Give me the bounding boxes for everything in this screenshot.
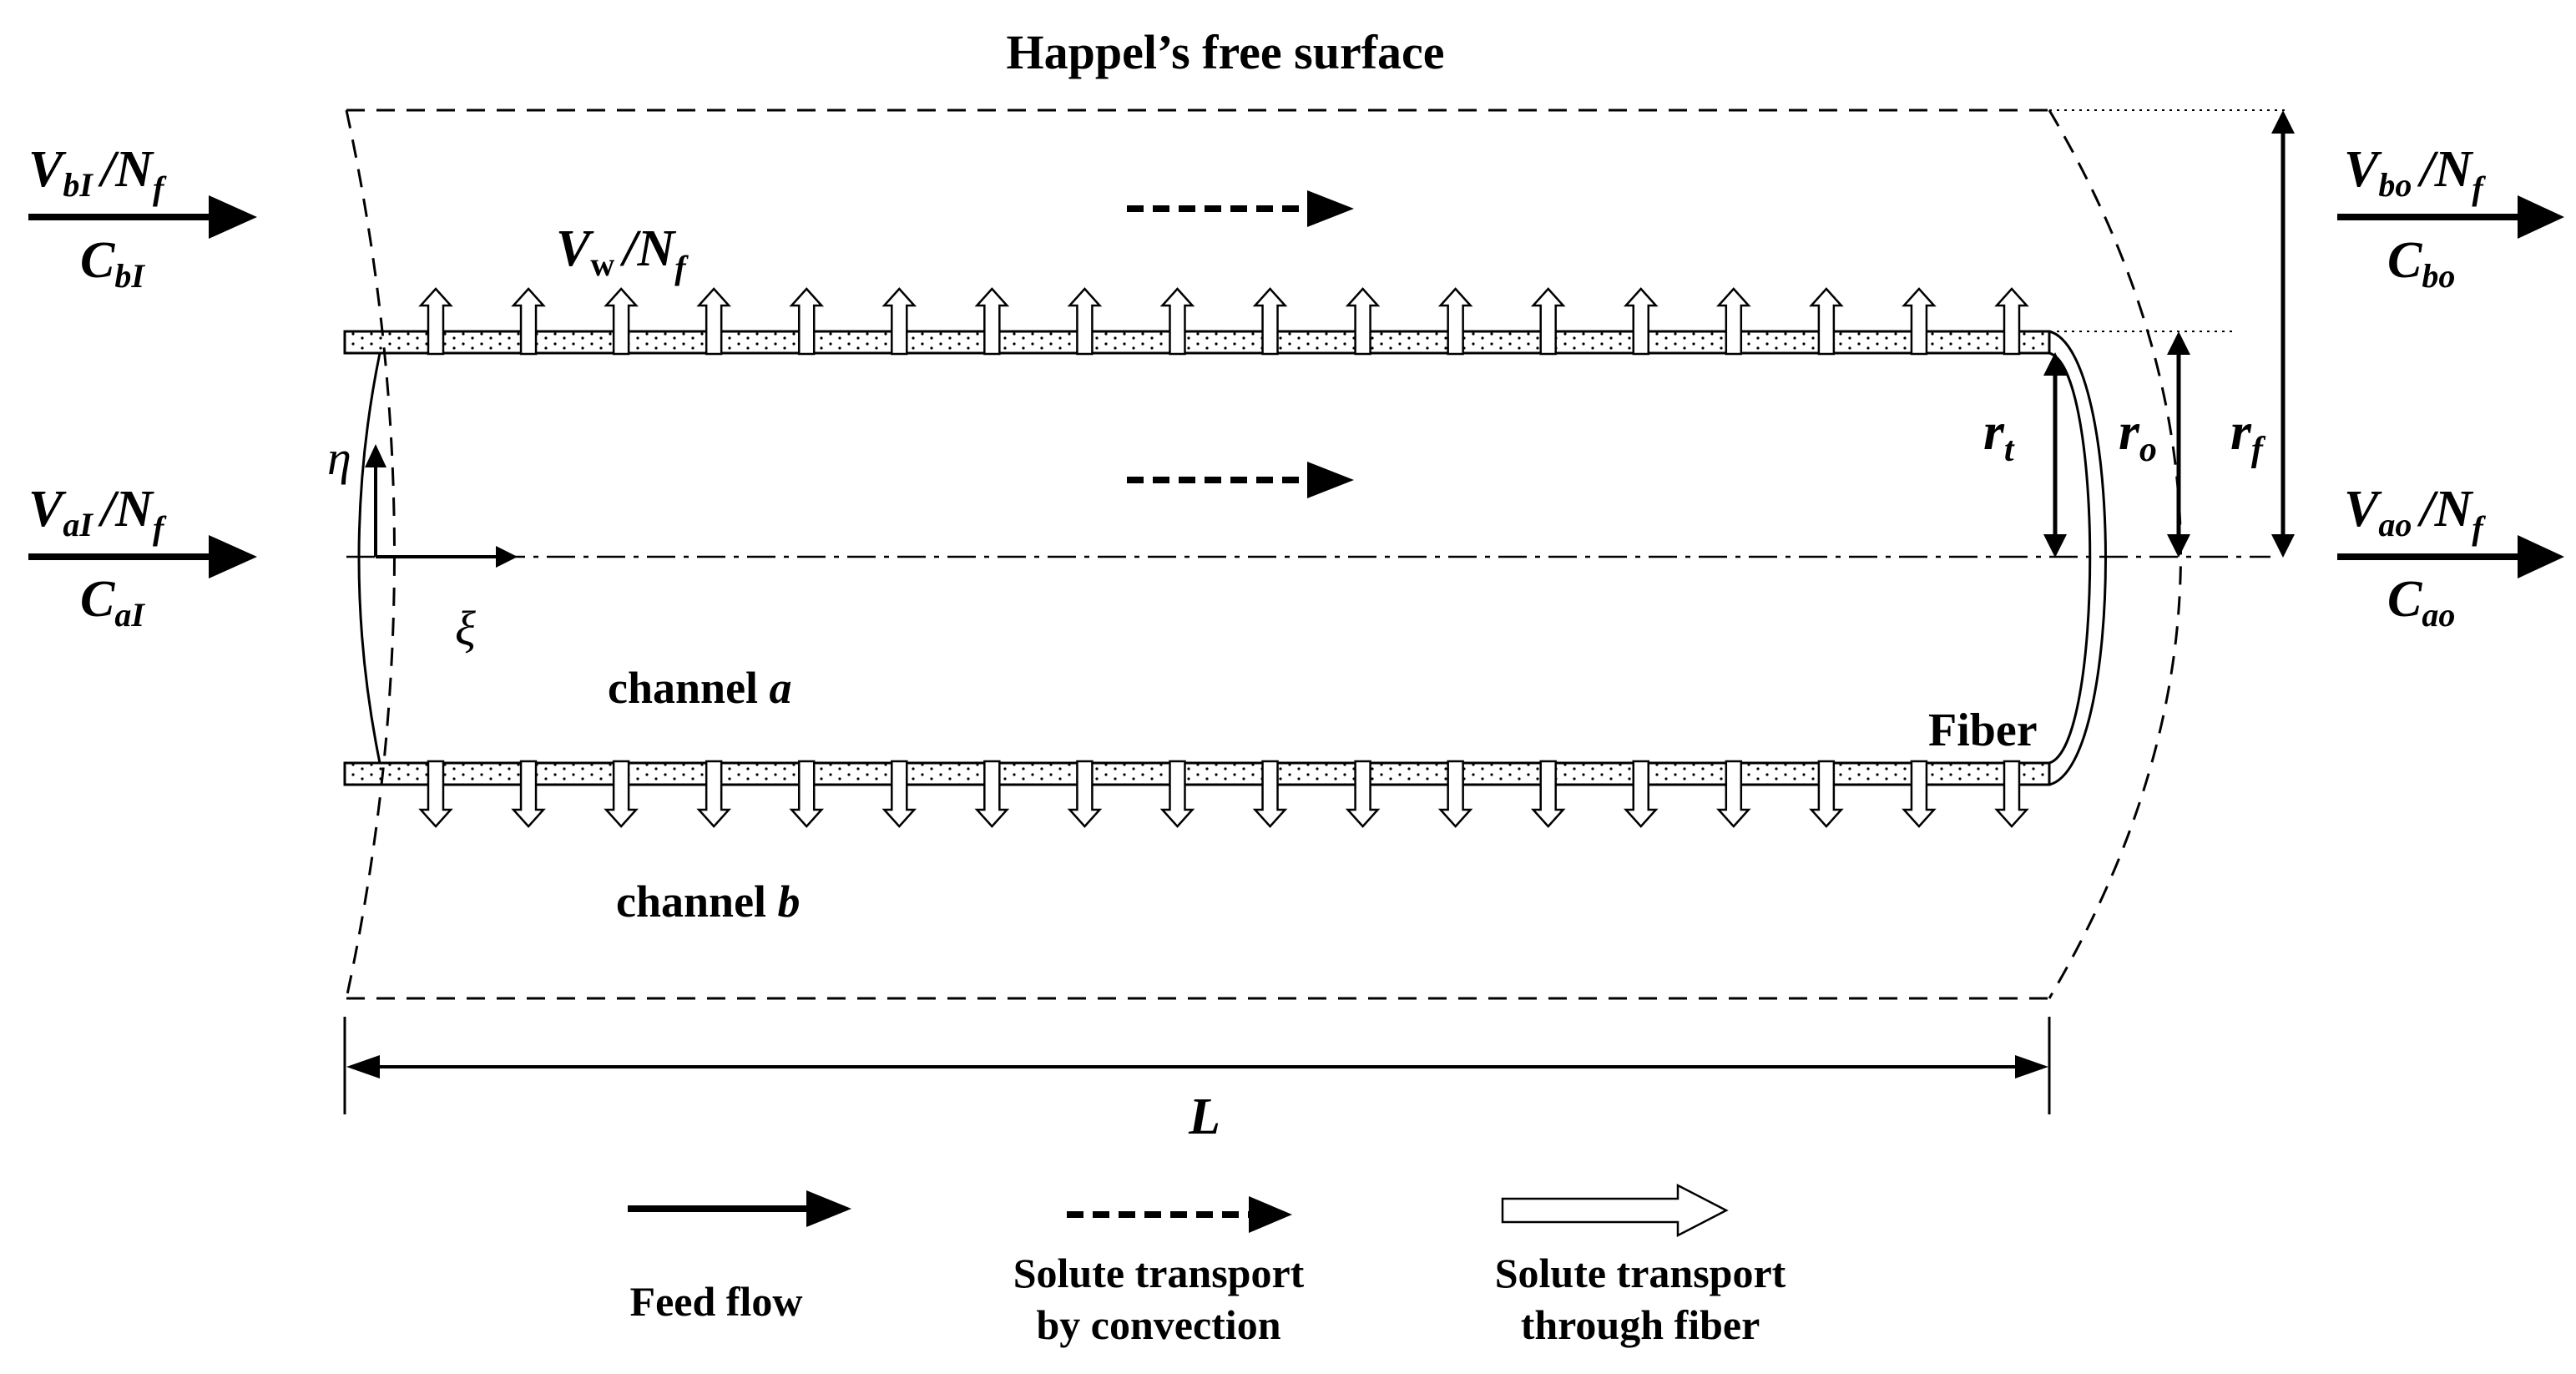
legend-through-fiber-arrow	[1501, 1183, 1729, 1238]
legend-convection-label-line2: by convection	[1036, 1301, 1280, 1348]
permeate-arrow	[1345, 760, 1381, 828]
inlet-a-concentration-label: CaI	[80, 571, 145, 634]
permeate-arrow	[881, 287, 917, 356]
outlet-a-velocity-label: Vao/Nf	[2344, 481, 2486, 547]
permeate-arrow	[789, 760, 825, 828]
inlet-feed-arrow-b	[28, 195, 257, 239]
permeate-arrow	[1623, 760, 1659, 828]
xi-axis-label: ξ	[455, 601, 476, 655]
permeate-arrow	[1067, 760, 1103, 828]
permeate-arrow	[789, 287, 825, 356]
legend: Feed flow Solute transport by convection…	[628, 1183, 1786, 1348]
permeate-arrow	[1345, 287, 1381, 356]
convection-arrow-upper	[1127, 190, 1354, 227]
permeate-arrow	[696, 760, 731, 828]
permeate-arrow	[604, 760, 639, 828]
inlet-a-velocity-label: VaI/Nf	[28, 481, 167, 547]
permeate-arrow	[1530, 287, 1566, 356]
fiber-inlet-curve	[357, 352, 381, 764]
fiber-wall-bottom	[343, 761, 2051, 786]
outlet-feed-arrow-a	[2337, 535, 2564, 578]
radius-rf-arrow	[2271, 110, 2295, 558]
channel-a-label: channel a	[608, 663, 792, 713]
permeate-arrow	[1902, 760, 1937, 828]
outlet-a-concentration-label: Cao	[2387, 571, 2455, 634]
permeate-arrow	[1159, 287, 1195, 356]
radius-rt-label: rt	[1983, 402, 2015, 469]
permeate-arrow	[1994, 760, 2029, 828]
fiber-end-cap	[2048, 330, 2107, 786]
fiber-label: Fiber	[1928, 705, 2038, 756]
title-happel-free-surface: Happel’s free surface	[1006, 25, 1444, 79]
permeate-arrow	[1716, 760, 1751, 828]
inlet-b-velocity-label: VbI/Nf	[28, 141, 167, 207]
radius-ro-label: ro	[2119, 402, 2157, 469]
permeate-arrow	[1252, 760, 1288, 828]
permeate-arrows-top	[418, 287, 2029, 356]
legend-through-label-line2: through fiber	[1521, 1301, 1760, 1348]
outlet-b-concentration-label: Cbo	[2387, 232, 2455, 295]
outlet-b-velocity-label: Vbo/Nf	[2344, 141, 2486, 207]
permeate-arrow	[1437, 760, 1473, 828]
radius-rt-arrow	[2043, 352, 2067, 558]
legend-through-label-line1: Solute transport	[1495, 1250, 1786, 1296]
happel-free-surface-outline	[345, 109, 2182, 1000]
permeate-arrow	[511, 760, 546, 828]
legend-convection-arrow	[1067, 1196, 1292, 1233]
reference-dotted-lines	[2049, 109, 2287, 332]
permeate-arrow	[418, 760, 453, 828]
permeate-arrow	[974, 760, 1010, 828]
permeate-arrow	[881, 760, 917, 828]
permeate-arrow	[1716, 287, 1751, 356]
eta-axis-label: η	[327, 431, 351, 485]
channel-b-label: channel b	[616, 876, 801, 927]
permeate-arrow	[1252, 287, 1288, 356]
permeate-arrow	[1902, 287, 1937, 356]
permeate-velocity-label: Vw/Nf	[556, 220, 689, 286]
permeate-arrow	[1437, 287, 1473, 356]
permeate-arrow	[974, 287, 1010, 356]
permeate-arrow	[1159, 760, 1195, 828]
convection-arrow-lower	[1127, 462, 1354, 498]
legend-feed-flow-label: Feed flow	[630, 1278, 803, 1325]
permeate-arrow	[1530, 760, 1566, 828]
permeate-arrow	[696, 287, 731, 356]
radius-rf-label: rf	[2230, 402, 2266, 469]
permeate-arrow	[1623, 287, 1659, 356]
legend-convection-label-line1: Solute transport	[1013, 1250, 1305, 1296]
permeate-arrow	[1994, 287, 2029, 356]
radius-ro-arrow	[2167, 331, 2190, 558]
permeate-arrow	[1809, 287, 1844, 356]
length-label: L	[1188, 1089, 1220, 1145]
inlet-b-concentration-label: CbI	[80, 232, 145, 295]
inlet-feed-arrow-a	[28, 535, 257, 578]
fiber-wall-top	[343, 330, 2051, 355]
permeate-arrow	[418, 287, 453, 356]
permeate-arrow	[604, 287, 639, 356]
outlet-feed-arrow-b	[2337, 195, 2564, 239]
coordinate-axes	[365, 444, 518, 568]
permeate-arrows-bottom	[418, 760, 2029, 828]
permeate-arrow	[1067, 287, 1103, 356]
legend-feed-flow-arrow	[628, 1190, 851, 1227]
permeate-arrow	[511, 287, 546, 356]
length-dimension	[343, 1017, 2051, 1114]
permeate-arrow	[1809, 760, 1844, 828]
